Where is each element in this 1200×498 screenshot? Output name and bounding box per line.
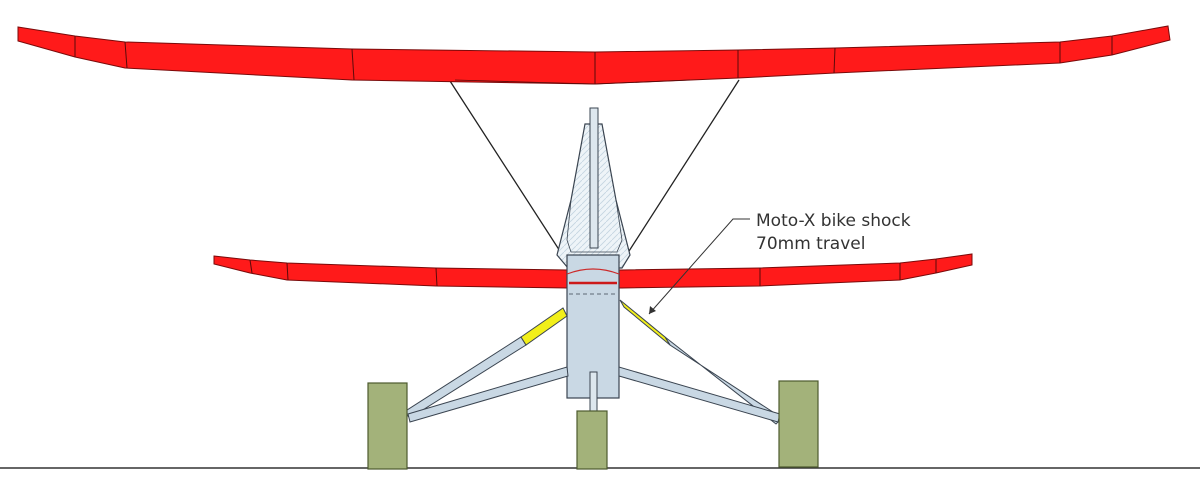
lower-wing-rib-lines [249, 259, 937, 287]
rigging-wire-left [449, 80, 568, 263]
tail-wheel [576, 410, 608, 470]
fuselage [556, 107, 631, 419]
left-lower-strut [407, 366, 569, 423]
fuselage-upper-curve [566, 268, 620, 275]
right-lower-strut [618, 366, 781, 423]
left-wheel [367, 382, 408, 470]
fin-post-upper [589, 107, 599, 249]
top-wing [17, 25, 1171, 85]
top-wing-rib-lines [74, 36, 1113, 84]
shock-annotation: Moto-X bike shock 70mm travel [648, 211, 911, 315]
annotation-arrowhead [649, 306, 656, 314]
annotation-leader-line [648, 218, 750, 315]
landing-gear [367, 299, 819, 470]
tail-fairing-inner [566, 199, 623, 253]
rigging-wire-right [621, 79, 740, 263]
top-wing-panel [17, 25, 1171, 85]
annotation-text-line1: Moto-X bike shock [756, 211, 911, 231]
right-wheel [778, 380, 819, 468]
rigging-wires [449, 79, 740, 263]
annotation-text-line2: 70mm travel [756, 234, 865, 254]
top-wing-centre-crease [454, 79, 691, 85]
left-shock-absorber [520, 307, 568, 346]
right-shock-absorber [619, 299, 671, 346]
